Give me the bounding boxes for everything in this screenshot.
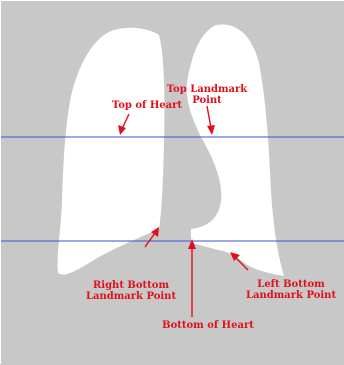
right-bottom-label-line2: Landmark Point: [86, 291, 177, 302]
right-bottom-label-line1: Right Bottom: [93, 280, 170, 291]
top-of-heart-label: Top of Heart: [112, 100, 182, 111]
left-bottom-label-line2: Landmark Point: [246, 290, 337, 301]
bottom-of-heart-arrow: [188, 239, 196, 317]
top-landmark-label-line1: Top Landmark: [167, 84, 249, 95]
top-landmark-label-line2: Point: [192, 95, 222, 106]
left-bottom-label-line1: Left Bottom: [257, 279, 325, 290]
right-lung-mask: [58, 28, 165, 275]
left-lung-mask: [187, 24, 284, 276]
bottom-of-heart-label: Bottom of Heart: [162, 320, 254, 331]
